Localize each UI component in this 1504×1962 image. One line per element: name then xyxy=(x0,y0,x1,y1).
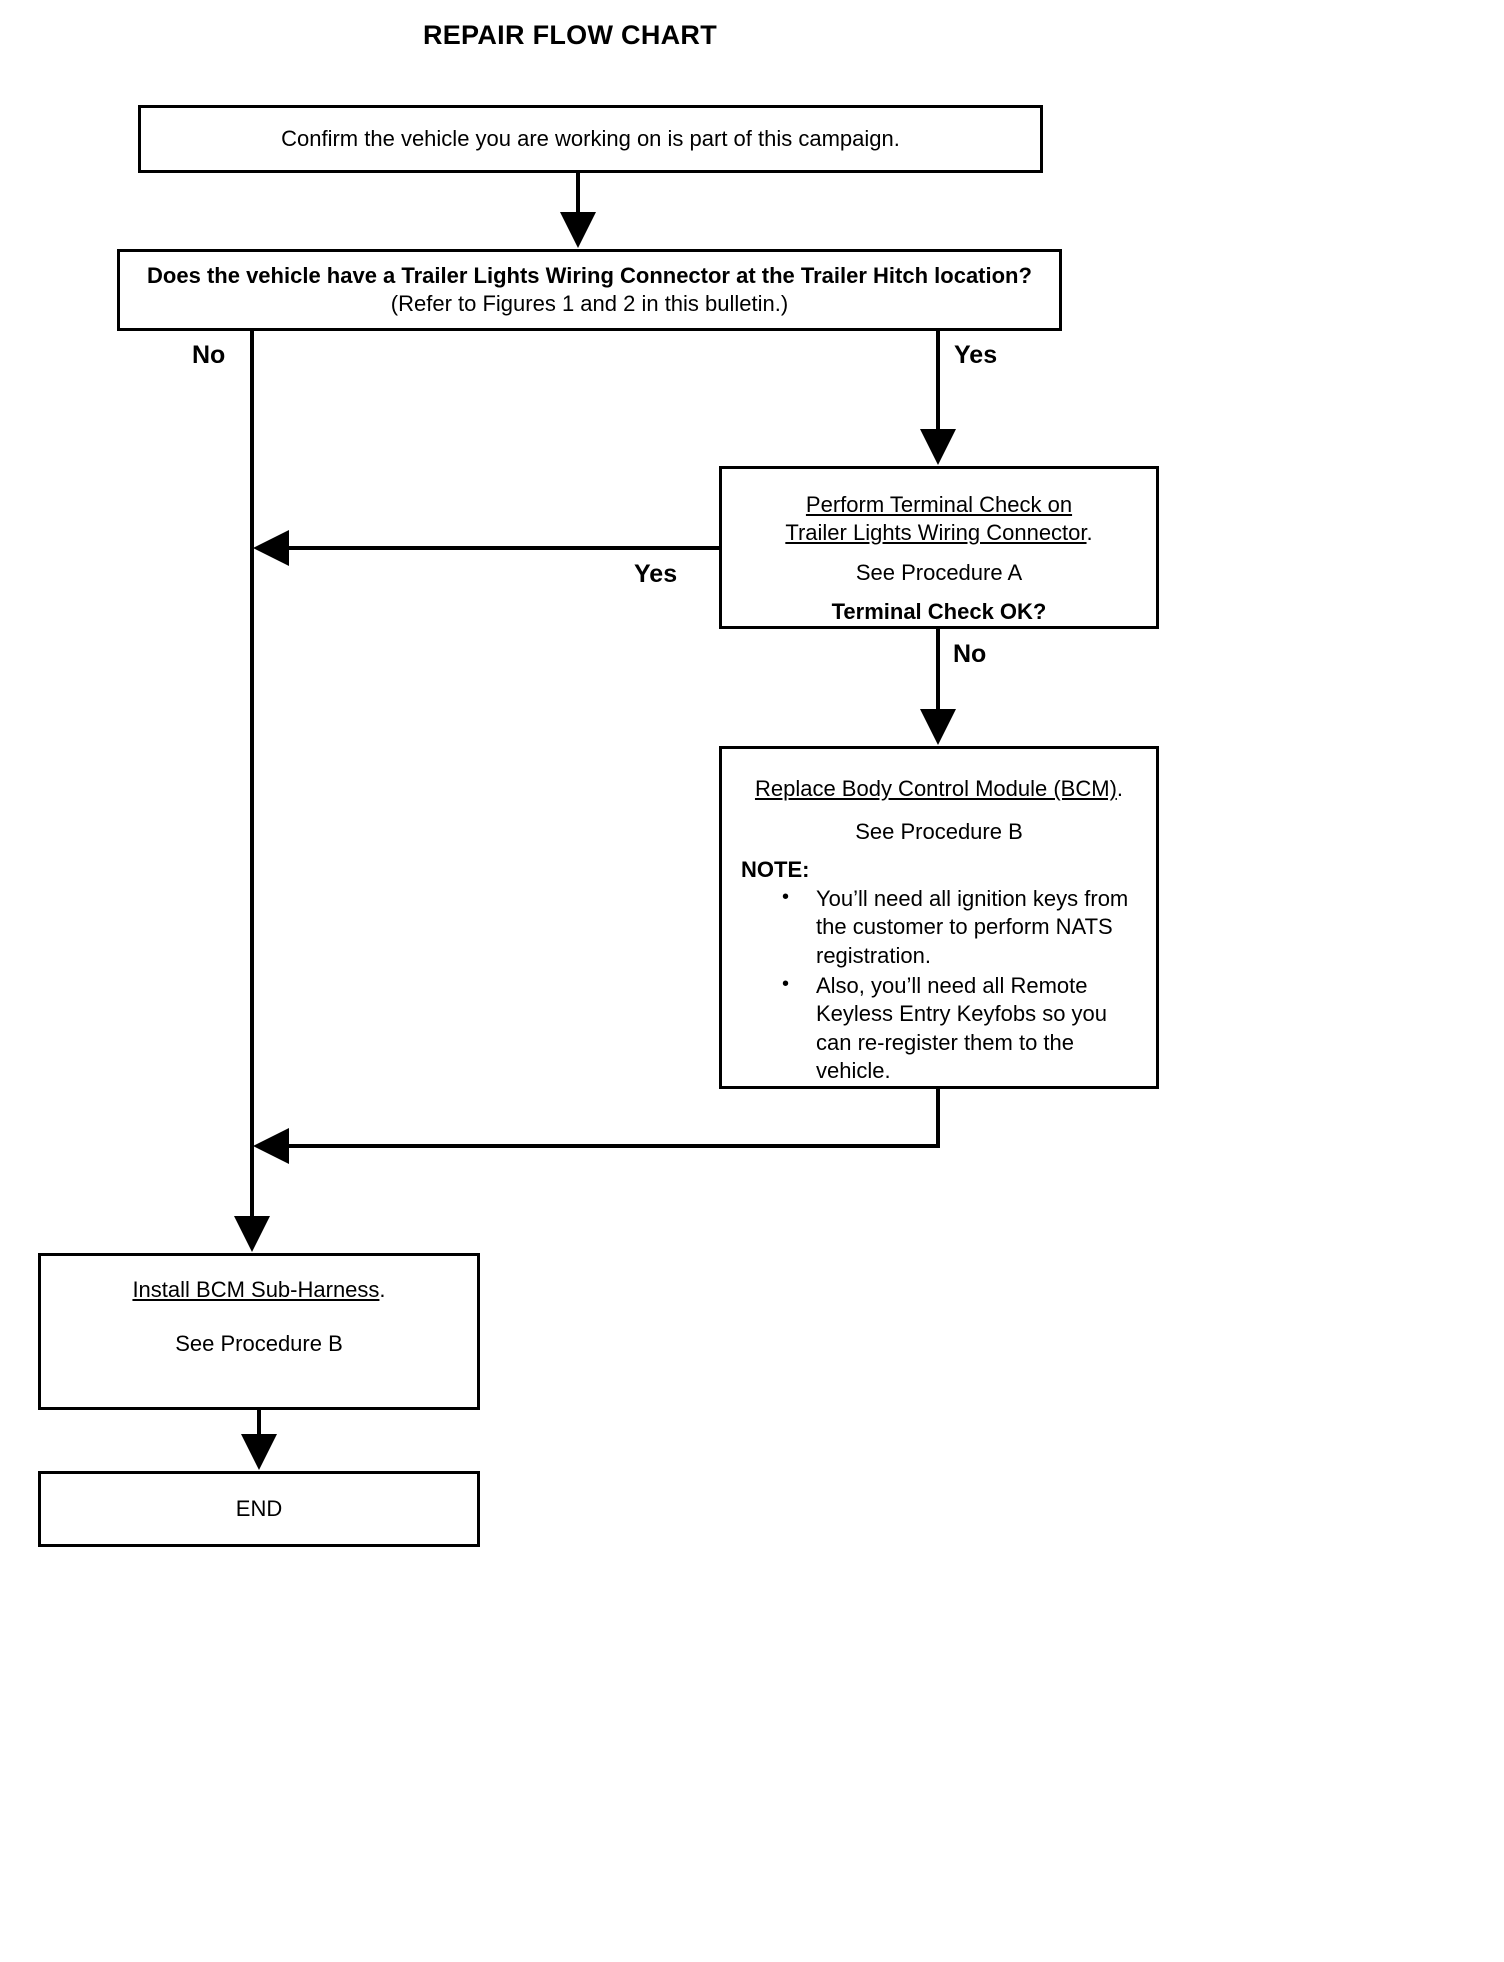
branch-label-terminal-yes: Yes xyxy=(634,560,678,588)
node-bcm-note-label: NOTE: xyxy=(741,856,810,882)
node-bcm-line1-wrap: Replace Body Control Module (BCM). xyxy=(722,775,1156,803)
node-confirm-text: Confirm the vehicle you are working on i… xyxy=(281,125,900,151)
spacer xyxy=(722,547,1156,558)
node-install-procedure: See Procedure B xyxy=(175,1331,343,1357)
node-question-line2: (Refer to Figures 1 and 2 in this bullet… xyxy=(390,291,789,317)
list-item: Also, you’ll need all Remote Keyless Ent… xyxy=(782,971,1144,1086)
spacer xyxy=(722,846,1156,855)
node-replace-bcm[interactable]: Replace Body Control Module (BCM). See P… xyxy=(719,746,1159,1089)
node-bcm-line1: Replace Body Control Module (BCM) xyxy=(754,776,1117,801)
branch-label-terminal-no: No xyxy=(953,640,987,668)
node-terminal-question: Terminal Check OK? xyxy=(831,598,1047,624)
spacer xyxy=(722,587,1156,598)
node-terminal-procedure: See Procedure A xyxy=(855,559,1023,585)
branch-label-question-yes: Yes xyxy=(954,341,998,369)
node-question-trailer-connector[interactable]: Does the vehicle have a Trailer Lights W… xyxy=(117,249,1062,331)
node-install-line1-wrap: Install BCM Sub-Harness. xyxy=(41,1276,477,1304)
node-terminal-line2-period: . xyxy=(1086,520,1093,546)
node-terminal-line1: Perform Terminal Check on xyxy=(805,492,1073,517)
spacer xyxy=(722,803,1156,818)
node-end-text: END xyxy=(235,1495,283,1521)
node-confirm-campaign[interactable]: Confirm the vehicle you are working on i… xyxy=(138,105,1043,173)
node-terminal-line2-wrap: Trailer Lights Wiring Connector. xyxy=(722,519,1156,547)
node-end[interactable]: END xyxy=(38,1471,480,1547)
branch-label-question-no: No xyxy=(192,341,226,369)
node-question-line1: Does the vehicle have a Trailer Lights W… xyxy=(147,263,1032,288)
node-bcm-line1-period: . xyxy=(1116,776,1124,801)
list-item: You’ll need all ignition keys from the c… xyxy=(782,884,1144,971)
page-title: REPAIR FLOW CHART xyxy=(422,20,718,50)
spacer xyxy=(41,1304,477,1330)
node-install-line1-period: . xyxy=(379,1277,386,1302)
node-install-bcm-subharness[interactable]: Install BCM Sub-Harness. See Procedure B xyxy=(38,1253,480,1410)
node-terminal-check[interactable]: Perform Terminal Check on Trailer Lights… xyxy=(719,466,1159,629)
node-bcm-procedure: See Procedure B xyxy=(855,819,1023,845)
node-bcm-note-list: You’ll need all ignition keys from the c… xyxy=(722,884,1156,1086)
node-install-line1: Install BCM Sub-Harness xyxy=(132,1277,380,1302)
node-terminal-line2: Trailer Lights Wiring Connector xyxy=(785,520,1087,546)
